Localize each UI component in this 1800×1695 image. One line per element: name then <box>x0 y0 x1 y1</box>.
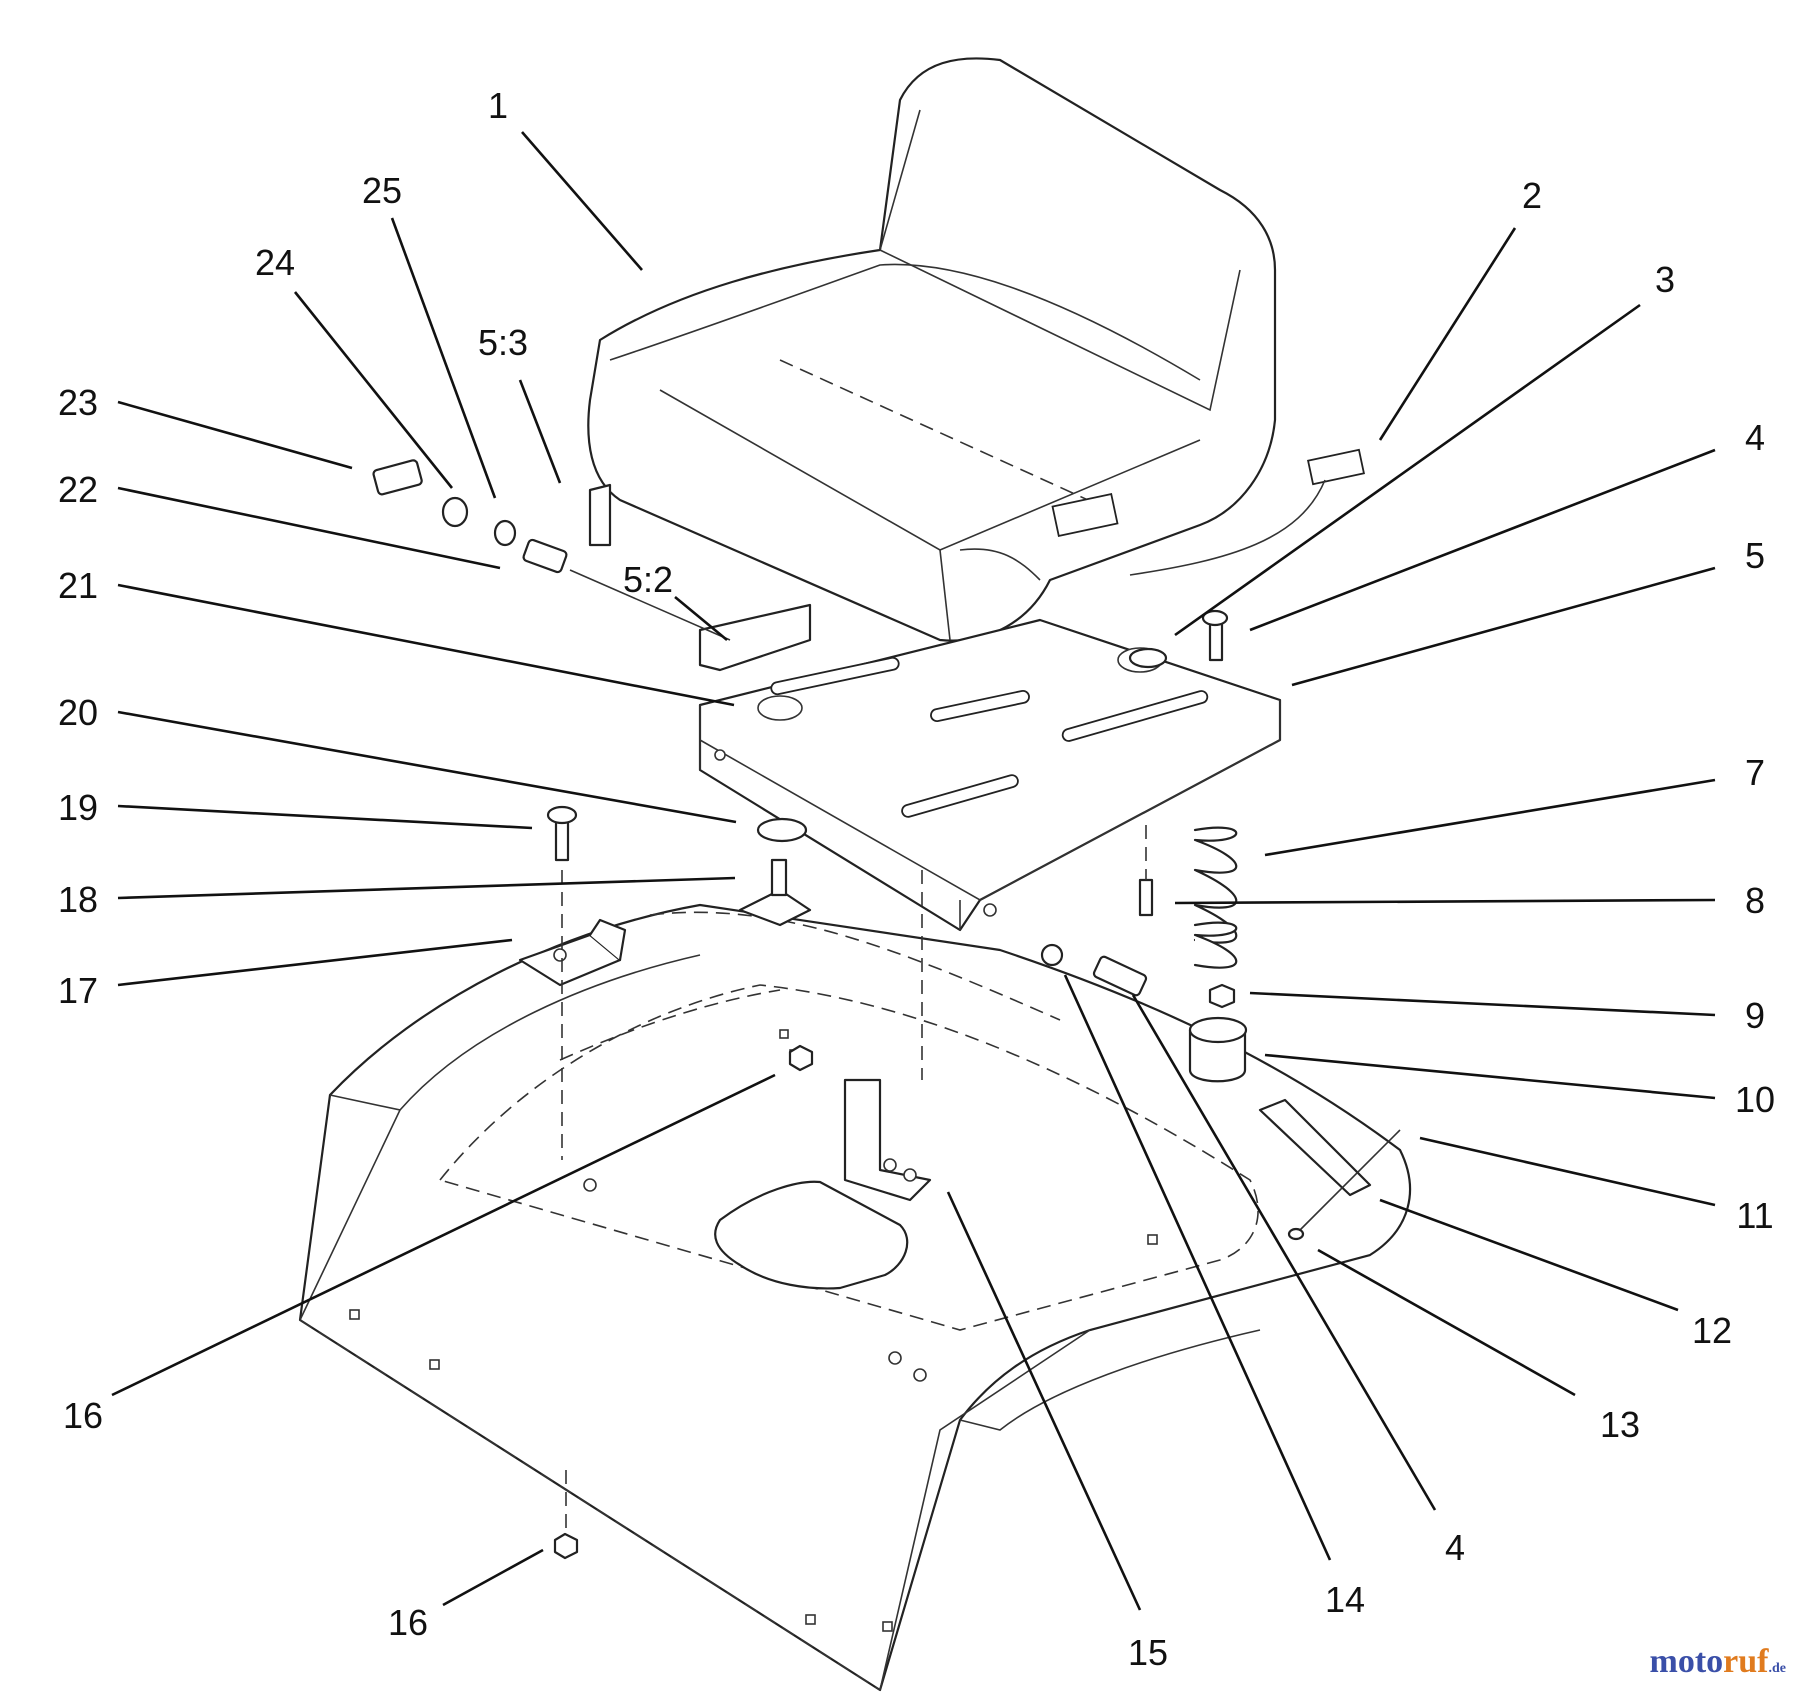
callout-label-16-upper: 16 <box>63 1395 103 1436</box>
watermark-logo: motoruf.de <box>1650 1643 1786 1681</box>
seat-cushion <box>587 57 1365 642</box>
callout-24: 24 <box>255 242 454 489</box>
callout-22: 22 <box>58 469 501 570</box>
callout-9: 9 <box>1249 991 1765 1036</box>
callout-18: 18 <box>58 876 736 920</box>
watermark-part-1: moto <box>1649 1643 1724 1680</box>
callout-label-23: 23 <box>58 382 98 423</box>
callout-13: 13 <box>1317 1248 1640 1445</box>
callout-label-12: 12 <box>1692 1310 1732 1351</box>
callout-label-15: 15 <box>1128 1632 1168 1673</box>
callout-5-2: 5:2 <box>623 559 728 642</box>
callout-label-18: 18 <box>58 879 98 920</box>
callout-label-9: 9 <box>1745 995 1765 1036</box>
callout-label-5-3: 5:3 <box>478 322 528 363</box>
callout-label-1: 1 <box>488 85 508 126</box>
callout-4-upper: 4 <box>1249 417 1765 632</box>
callout-label-2: 2 <box>1522 175 1542 216</box>
callout-label-10: 10 <box>1735 1079 1775 1120</box>
callout-label-3: 3 <box>1655 259 1675 300</box>
watermark-part-2: ruf <box>1723 1643 1769 1680</box>
callout-25: 25 <box>362 170 497 499</box>
callout-2: 2 <box>1378 175 1542 441</box>
callout-label-7: 7 <box>1745 752 1765 793</box>
callout-label-13: 13 <box>1600 1404 1640 1445</box>
callout-7: 7 <box>1264 752 1765 857</box>
callout-1: 1 <box>488 85 643 271</box>
callout-label-17: 17 <box>58 970 98 1011</box>
callout-label-4-lower: 4 <box>1445 1527 1465 1568</box>
callout-label-14: 14 <box>1325 1579 1365 1620</box>
callout-8: 8 <box>1174 880 1765 921</box>
callout-23: 23 <box>58 382 353 470</box>
callout-label-5: 5 <box>1745 535 1765 576</box>
callout-17: 17 <box>58 938 513 1011</box>
seat-switch-bracket <box>588 483 812 672</box>
callout-label-20: 20 <box>58 692 98 733</box>
callout-label-11: 11 <box>1736 1195 1773 1236</box>
callout-label-19: 19 <box>58 787 98 828</box>
callout-label-25: 25 <box>362 170 402 211</box>
callout-12: 12 <box>1379 1198 1732 1351</box>
fender-body <box>298 903 1412 1692</box>
callout-label-16-lower: 16 <box>388 1602 428 1643</box>
callout-4-lower: 4 <box>1131 994 1465 1568</box>
callout-11: 11 <box>1419 1136 1774 1236</box>
callout-3: 3 <box>1174 259 1675 637</box>
callout-16-lower: 16 <box>388 1548 544 1643</box>
callout-label-24: 24 <box>255 242 295 283</box>
callout-15: 15 <box>946 1191 1168 1673</box>
callout-label-4-upper: 4 <box>1745 417 1765 458</box>
watermark-part-3: .de <box>1768 1661 1787 1676</box>
callout-19: 19 <box>58 787 533 830</box>
callout-label-8: 8 <box>1745 880 1765 921</box>
callout-20: 20 <box>58 692 737 824</box>
callout-label-21: 21 <box>58 565 98 606</box>
callout-14: 14 <box>1063 974 1365 1620</box>
hardware-parts <box>372 459 1401 1560</box>
callout-16-upper: 16 <box>63 1073 776 1436</box>
callout-21: 21 <box>58 565 735 707</box>
seat-base-plate <box>698 618 1282 932</box>
callout-10: 10 <box>1264 1053 1775 1120</box>
callout-label-22: 22 <box>58 469 98 510</box>
callout-5-3: 5:3 <box>478 322 562 484</box>
callout-label-5-2: 5:2 <box>623 559 673 600</box>
callouts: 1 2 3 4 5 7 8 9 <box>58 85 1775 1673</box>
callout-5: 5 <box>1291 535 1765 687</box>
